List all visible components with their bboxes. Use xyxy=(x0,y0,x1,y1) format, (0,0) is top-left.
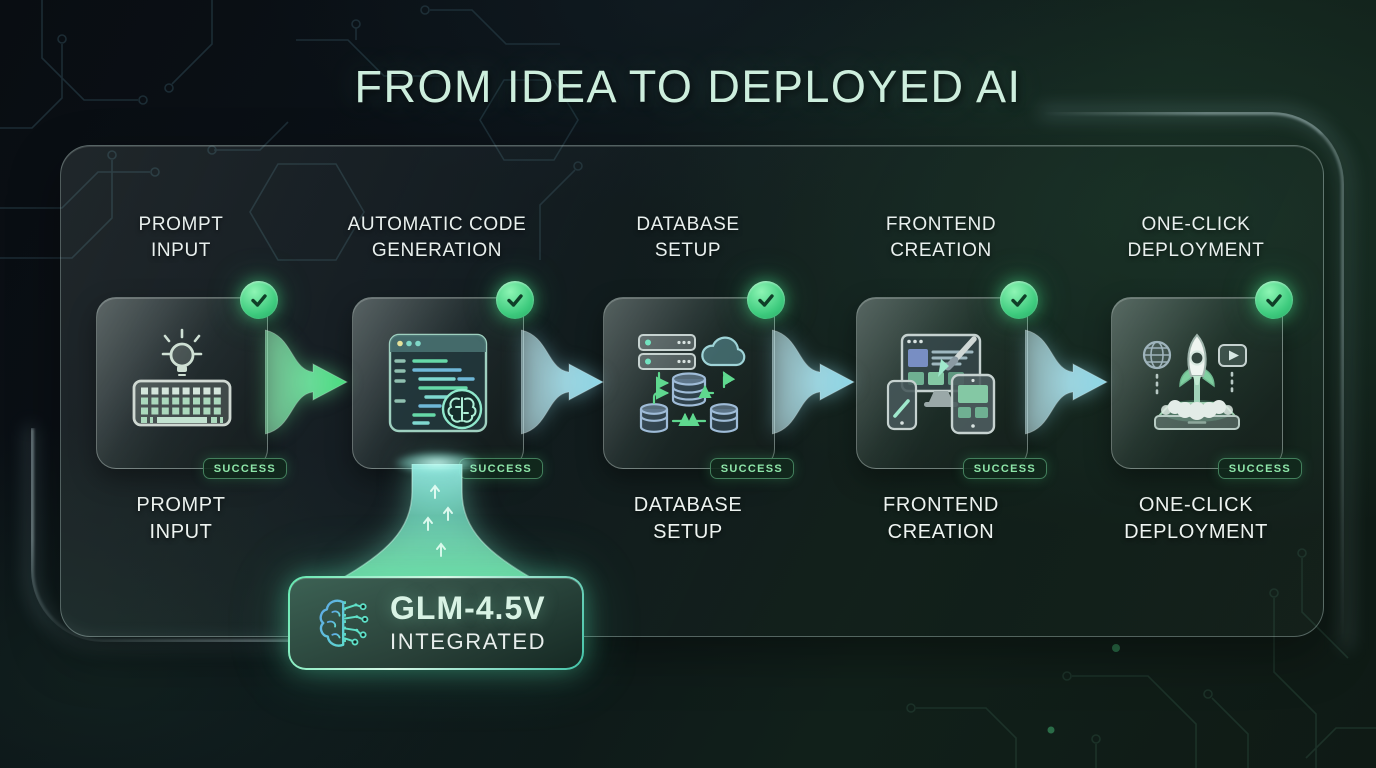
status-badge: SUCCESS xyxy=(709,458,794,479)
status-badge: SUCCESS xyxy=(1217,458,1302,479)
lightbulb-keyboard-icon xyxy=(132,328,232,427)
status-badge: SUCCESS xyxy=(458,458,543,479)
success-check-icon xyxy=(1000,281,1038,319)
servers-cloud-database-icon xyxy=(638,334,746,433)
status-badge: SUCCESS xyxy=(202,458,287,479)
integration-connector xyxy=(327,463,547,581)
step-title: DATABASE SETUP xyxy=(636,214,740,261)
pipeline-step-prompt-input: PROMPT INPUT xyxy=(71,212,291,546)
step-caption: FRONTEND CREATION xyxy=(883,494,999,543)
page-title: FROM IDEA TO DEPLOYED AI xyxy=(354,61,1022,112)
model-name: GLM-4.5V xyxy=(390,590,546,627)
brain-circuit-icon xyxy=(319,599,369,647)
integration-label: INTEGRATED xyxy=(390,629,547,655)
step-title: ONE-CLICK DEPLOYMENT xyxy=(1127,214,1265,261)
pipeline-step-frontend-creation: FRONTEND CREATION xyxy=(831,212,1051,546)
success-check-icon xyxy=(240,281,278,319)
success-check-icon xyxy=(747,281,785,319)
glm-integration-badge: GLM-4.5V INTEGRATED xyxy=(288,576,584,670)
success-check-icon xyxy=(496,281,534,319)
responsive-design-brush-icon xyxy=(886,333,996,435)
status-badge: SUCCESS xyxy=(962,458,1047,479)
step-title: PROMPT INPUT xyxy=(138,214,224,261)
flow-arrow-icon xyxy=(771,327,856,437)
step-card-prompt-input: SUCCESS xyxy=(96,281,287,479)
flow-arrow-icon xyxy=(264,327,349,437)
connector-glow xyxy=(395,452,479,474)
pipeline-step-database-setup: DATABASE SETUP xyxy=(578,212,798,546)
step-card-deployment: SUCCESS xyxy=(1111,281,1302,479)
code-window-brain-icon xyxy=(388,333,488,433)
step-title: FRONTEND CREATION xyxy=(885,214,997,261)
step-caption: PROMPT INPUT xyxy=(136,494,226,543)
step-card-database-setup: SUCCESS xyxy=(603,281,794,479)
pipeline-step-deployment: ONE-CLICK DEPLOYMENT xyxy=(1086,212,1306,546)
rocket-launch-icon xyxy=(1142,333,1247,430)
step-caption: DATABASE SETUP xyxy=(633,494,743,543)
step-caption: ONE-CLICK DEPLOYMENT xyxy=(1124,494,1268,543)
flow-arrow-icon xyxy=(1024,327,1109,437)
step-card-frontend-creation: SUCCESS xyxy=(856,281,1047,479)
flow-arrow-icon xyxy=(520,327,605,437)
step-card-code-generation: SUCCESS xyxy=(352,281,543,479)
pipeline-panel xyxy=(60,145,1324,637)
pipeline-step-code-generation: AUTOMATIC CODE GENERATION xyxy=(327,212,547,492)
success-check-icon xyxy=(1255,281,1293,319)
step-title: AUTOMATIC CODE GENERATION xyxy=(347,214,527,261)
